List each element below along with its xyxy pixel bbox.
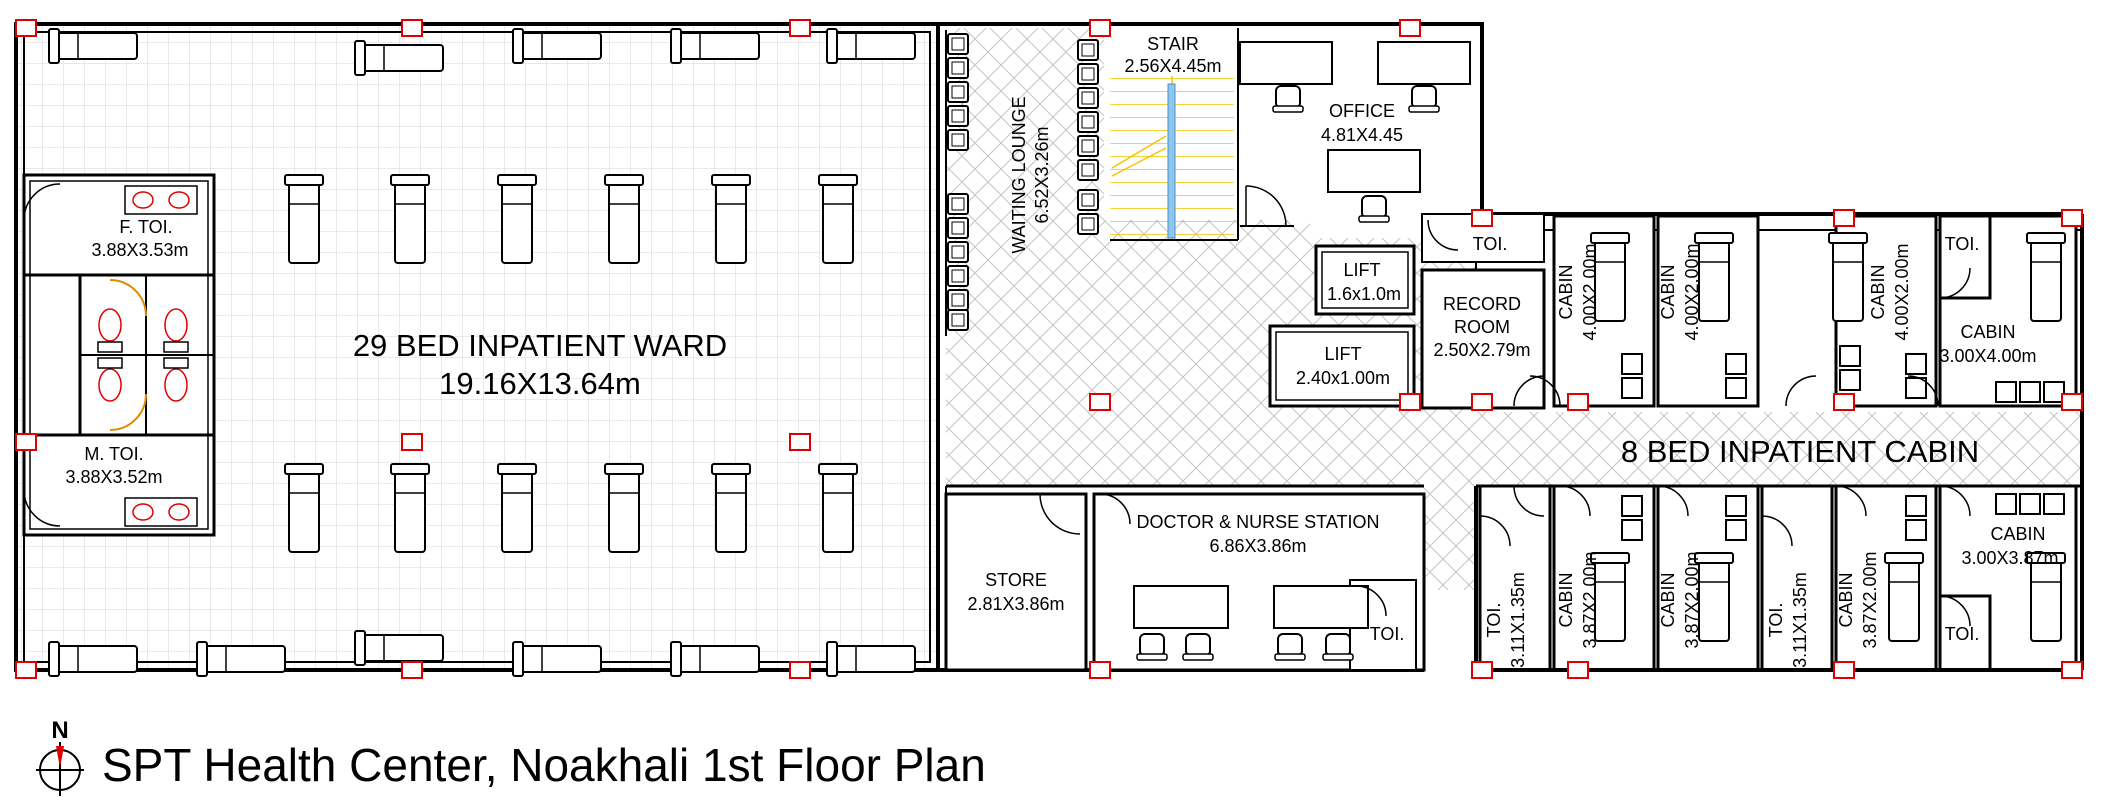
cabin-t2-name: CABIN <box>1658 264 1678 319</box>
record-name: RECORD <box>1443 294 1521 314</box>
lift-large-size: 2.40x1.00m <box>1296 368 1390 388</box>
cabin-b1-size: 3.87X2.00m <box>1580 551 1600 648</box>
toi-bottom-d: TOI. <box>1945 624 1980 644</box>
cabin-b1-name: CABIN <box>1556 572 1576 627</box>
toi-b1-size: 3.11X1.35m <box>1508 572 1528 668</box>
cabin-t3-size: 4.00X2.00m <box>1892 243 1912 340</box>
waiting-name: WAITING LOUNGE <box>1009 96 1029 253</box>
cabin-b4-name: CABIN <box>1990 524 2045 544</box>
cabin-b2-size: 3.87X2.00m <box>1682 551 1702 648</box>
cabin-b3-name: CABIN <box>1836 572 1856 627</box>
m-toilet-size: 3.88X3.52m <box>65 467 162 487</box>
cabin-t2-size: 4.00X2.00m <box>1682 243 1702 340</box>
lift-small-name: LIFT <box>1343 260 1380 280</box>
record-name-2: ROOM <box>1454 317 1510 337</box>
toi-b2-size: 3.11X1.35m <box>1790 572 1810 668</box>
toi-top-b: TOI. <box>1945 234 1980 254</box>
cabin-t3-name: CABIN <box>1868 264 1888 319</box>
ward-name: 29 BED INPATIENT WARD <box>353 328 727 363</box>
cabin-block-name: 8 BED INPATIENT CABIN <box>1621 434 1979 469</box>
ward-size: 19.16X13.64m <box>439 366 641 401</box>
stair-name: STAIR <box>1147 34 1199 54</box>
office-name: OFFICE <box>1329 101 1395 121</box>
office-furniture <box>1239 41 1471 227</box>
cabin-b4-size: 3.00X3.87m <box>1961 548 2058 568</box>
station-toilet: TOI. <box>1370 624 1405 644</box>
plan-title: SPT Health Center, Noakhali 1st Floor Pl… <box>102 739 986 791</box>
store-size: 2.81X3.86m <box>967 594 1064 614</box>
waiting-size: 6.52X3.26m <box>1032 126 1052 223</box>
store-name: STORE <box>985 570 1047 590</box>
toi-b2-name: TOI. <box>1766 603 1786 638</box>
station-name: DOCTOR & NURSE STATION <box>1136 512 1379 532</box>
cabin-b2-name: CABIN <box>1658 572 1678 627</box>
office-size: 4.81X4.45 <box>1321 125 1403 145</box>
washbasin-m <box>124 497 198 527</box>
record-size: 2.50X2.79m <box>1433 340 1530 360</box>
ward-block: F. TOI. 3.88X3.53m M. TOI. 3.88X3.52m 29… <box>14 22 940 677</box>
f-toilet-name: F. TOI. <box>119 217 172 237</box>
toi-b1-name: TOI. <box>1484 603 1504 638</box>
north-label: N <box>51 717 68 744</box>
central-block: WAITING LOUNGE 6.52X3.26m STAIR 2.56X4.4… <box>936 22 2082 672</box>
cabin-t1-size: 4.00X2.00m <box>1580 243 1600 340</box>
stair-size: 2.56X4.45m <box>1124 56 1221 76</box>
cabin-t4-name: CABIN <box>1960 322 2015 342</box>
m-toilet-name: M. TOI. <box>84 444 143 464</box>
lift-large-name: LIFT <box>1324 344 1361 364</box>
lift-small-size: 1.6x1.0m <box>1327 284 1401 304</box>
north-arrow-icon: N <box>36 717 84 796</box>
cabin-wing: 8 BED INPATIENT CABIN TOI. TOI. CABIN 4.… <box>1474 214 2084 672</box>
station-size: 6.86X3.86m <box>1209 536 1306 556</box>
cabin-t1-name: CABIN <box>1556 264 1576 319</box>
toi-top-a: TOI. <box>1473 234 1508 254</box>
washbasin-f <box>124 185 198 215</box>
cabin-t4-size: 3.00X4.00m <box>1939 346 2036 366</box>
f-toilet-size: 3.88X3.53m <box>91 240 188 260</box>
cabin-b3-size: 3.87X2.00m <box>1860 551 1880 648</box>
stair <box>1110 28 1239 241</box>
station-furniture <box>1133 585 1387 661</box>
